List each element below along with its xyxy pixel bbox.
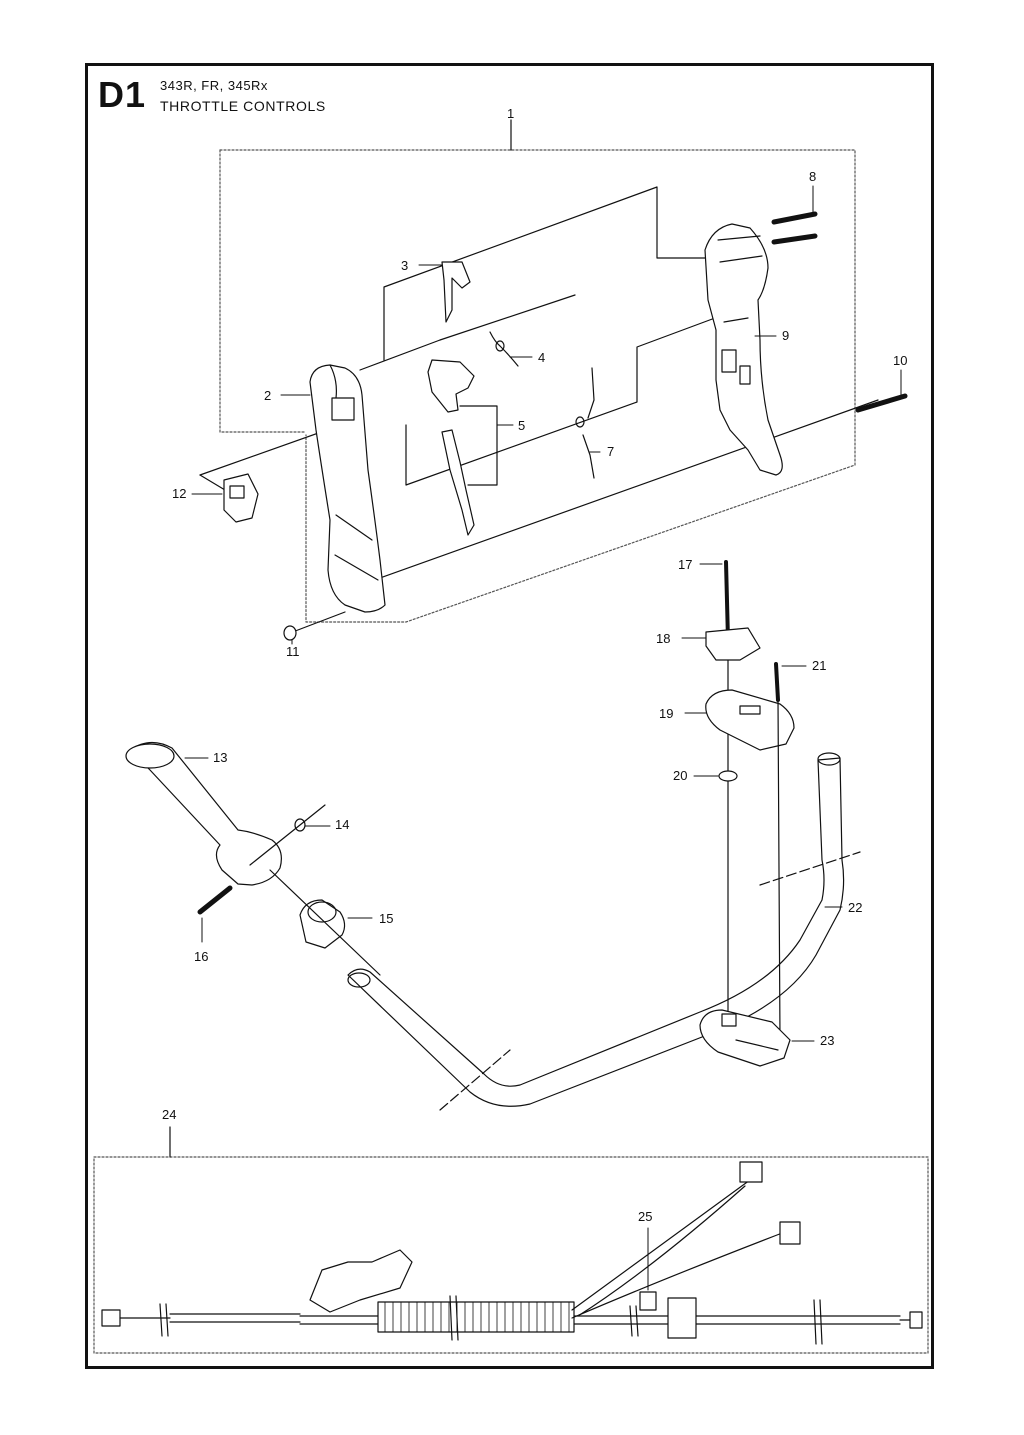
- part-3-clip: [441, 261, 471, 323]
- drawing-frame: [85, 63, 934, 1369]
- callout-12: 12: [172, 486, 187, 501]
- callout-22: 22: [848, 900, 863, 915]
- callout-21: 21: [812, 658, 827, 673]
- assembly-line-15: [269, 869, 381, 976]
- assembly-group-1-boundary: [219, 149, 856, 623]
- callout-leaders: [184, 185, 902, 1291]
- part-24-cable-harness: [101, 1161, 923, 1345]
- part-18-nut-plate: [705, 627, 761, 661]
- part-2-handle-half: [309, 364, 386, 613]
- callout-10: 10: [893, 353, 908, 368]
- part-16-screw: [197, 885, 233, 915]
- callout-24: 24: [162, 1107, 177, 1122]
- callout-23: 23: [820, 1033, 835, 1048]
- assembly-line-21: [777, 699, 781, 1041]
- callout-7: 7: [607, 444, 615, 459]
- part-8-screws: [771, 211, 818, 245]
- part-11-nut: [283, 625, 297, 641]
- part-7-cable: [575, 367, 595, 479]
- part-19-cover: [705, 689, 795, 751]
- callout-25: 25: [638, 1209, 653, 1224]
- callout-20: 20: [673, 768, 688, 783]
- callout-15: 15: [379, 911, 394, 926]
- part-15-clamp: [299, 899, 346, 949]
- callout-17: 17: [678, 557, 693, 572]
- callout-11: 11: [286, 644, 300, 659]
- part-13-grip: [125, 741, 282, 886]
- part-5-throttle-parts: [427, 359, 498, 536]
- callout-19: 19: [659, 706, 674, 721]
- page-code: D1: [98, 74, 147, 115]
- part-12-switch: [223, 473, 259, 523]
- model-list: 343R, FR, 345Rx: [160, 78, 268, 93]
- part-10-screw: [855, 393, 908, 413]
- part-9-handle-half: [704, 223, 783, 476]
- callout-16: 16: [194, 949, 209, 964]
- callout-18: 18: [656, 631, 671, 646]
- callout-9: 9: [782, 328, 790, 343]
- assembly-lines: [199, 186, 879, 634]
- callout-2: 2: [264, 388, 272, 403]
- callout-5: 5: [518, 418, 526, 433]
- assembly-group-24-boundary: [93, 1126, 929, 1354]
- part-20-washer: [718, 770, 738, 782]
- part-23-clamp-base: [699, 1009, 791, 1067]
- part-4-spring: [489, 331, 519, 367]
- callout-13: 13: [213, 750, 228, 765]
- callout-8: 8: [809, 169, 817, 184]
- assembly-line-14: [249, 804, 326, 866]
- callout-3: 3: [401, 258, 409, 273]
- part-21-screw: [774, 662, 780, 702]
- callout-1: 1: [507, 106, 515, 121]
- page-title: THROTTLE CONTROLS: [160, 98, 326, 114]
- callout-14: 14: [335, 817, 350, 832]
- callout-4: 4: [538, 350, 546, 365]
